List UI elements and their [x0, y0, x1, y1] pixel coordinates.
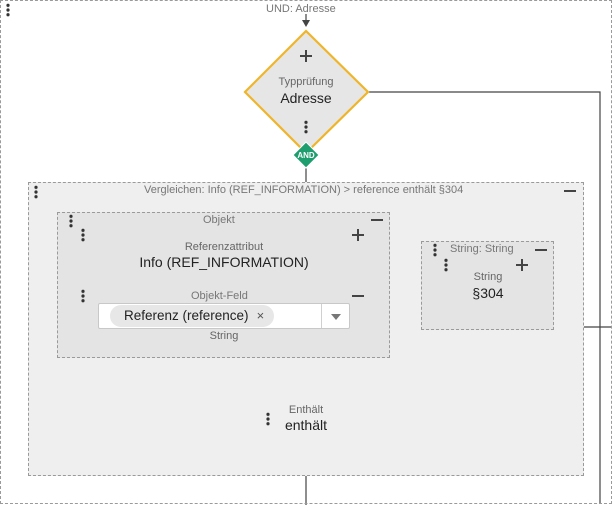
- field-chip-label: Referenz (reference): [124, 308, 249, 323]
- ref-attr-title: Referenzattribut: [184, 241, 264, 253]
- typecheck-title: Typprüfung: [278, 76, 334, 88]
- object-field-collapse-icon[interactable]: [352, 295, 364, 297]
- field-chip[interactable]: Referenz (reference) ×: [110, 305, 275, 327]
- and-badge: [292, 141, 320, 169]
- typecheck-drag-handle-icon[interactable]: [304, 120, 308, 134]
- root-drag-handle-icon[interactable]: [6, 3, 10, 17]
- typecheck-value: Adresse: [280, 90, 332, 106]
- chip-remove-icon[interactable]: ×: [256, 308, 265, 323]
- object-collapse-icon[interactable]: [371, 219, 383, 221]
- op-title: Enthält: [288, 404, 324, 416]
- select-divider: [321, 304, 322, 328]
- op-drag-handle-icon[interactable]: [266, 412, 270, 426]
- compare-collapse-icon[interactable]: [564, 190, 576, 192]
- object-field-drag-handle-icon[interactable]: [81, 289, 85, 303]
- compare-caption: Vergleichen: Info (REF_INFORMATION) > re…: [144, 184, 464, 196]
- string-node-add-icon[interactable]: [516, 259, 528, 271]
- object-drag-handle-icon[interactable]: [69, 214, 73, 228]
- object-field-caption: Objekt-Feld: [191, 290, 248, 302]
- ref-attr-add-icon[interactable]: [352, 229, 364, 241]
- op-value: enthält: [284, 417, 328, 433]
- and-badge-label: AND: [297, 151, 315, 160]
- string-group-caption: String: String: [450, 243, 514, 255]
- compare-drag-handle-icon[interactable]: [34, 185, 38, 199]
- string-group-collapse-icon[interactable]: [535, 249, 547, 251]
- string-node-title: String: [473, 271, 503, 283]
- dropdown-arrow-icon[interactable]: [331, 314, 341, 320]
- string-group[interactable]: [421, 241, 554, 330]
- string-node-value: §304: [472, 285, 504, 301]
- ref-attr-value: Info (REF_INFORMATION): [139, 254, 309, 270]
- field-type-label: String: [209, 330, 239, 342]
- root-caption: UND: Adresse: [266, 3, 336, 15]
- ref-attr-drag-handle-icon[interactable]: [81, 228, 85, 242]
- string-group-drag-handle-icon[interactable]: [433, 243, 437, 257]
- object-group[interactable]: [57, 212, 390, 358]
- object-caption: Objekt: [203, 214, 235, 226]
- connector-right-outer: [369, 91, 601, 503]
- typecheck-add-icon[interactable]: [300, 50, 312, 62]
- string-node-drag-handle-icon[interactable]: [444, 258, 448, 272]
